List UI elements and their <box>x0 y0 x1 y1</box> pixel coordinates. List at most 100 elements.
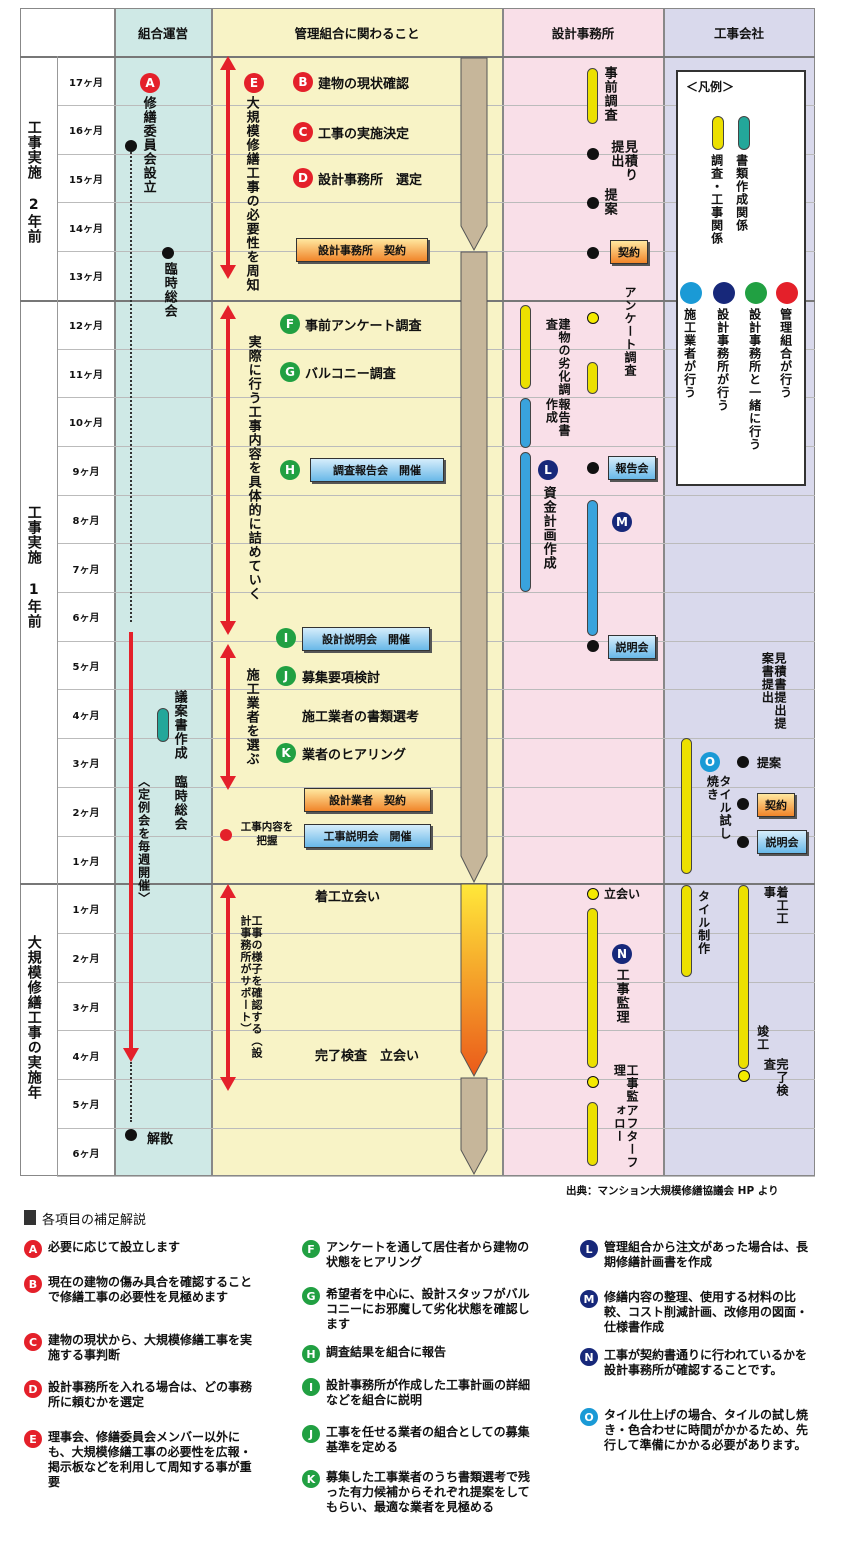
item-design-contract: 設計業者 契約 <box>304 788 431 812</box>
design-dot <box>587 462 599 474</box>
marker-j: J <box>276 666 296 686</box>
contractor-dot <box>737 756 749 768</box>
design-m-bar <box>587 500 598 636</box>
month-label: 7ヶ月 <box>72 564 100 576</box>
phase-label-1year: 工事実施 1年前 <box>25 505 42 629</box>
item-kickoff: 着工立会い <box>315 890 381 905</box>
design-funding-bar <box>520 452 531 592</box>
month-label: 16ヶ月 <box>69 126 103 138</box>
item-k: 業者のヒアリング <box>302 748 407 763</box>
design-funding: 資金計画作成 <box>540 486 556 570</box>
note-marker: M <box>580 1290 598 1308</box>
arrow-label-g: 施工業者を選ぶ <box>243 668 259 766</box>
marker-h: H <box>280 460 300 480</box>
union-proposal-bar <box>157 708 169 742</box>
source-credit: 出典：マンション大規模修繕協議会 HP より <box>566 1185 779 1197</box>
union-dot <box>162 247 174 259</box>
marker-c: C <box>293 122 313 142</box>
arrow-label-f: 実際に行う工事内容を具体的に詰めていく <box>245 335 261 601</box>
contractor-dot <box>737 836 749 848</box>
legend-yellow-bar <box>712 116 724 150</box>
design-report-bar <box>520 398 531 448</box>
design-degrade: 建物の劣化調査 <box>544 318 571 396</box>
contractor-inspect-dot <box>738 1070 750 1082</box>
design-supervise2: 工事監理 <box>612 1064 639 1103</box>
month-label: 9ヶ月 <box>72 467 100 479</box>
contractor-propose: 提案 <box>757 756 782 770</box>
header-union: 組合運営 <box>115 8 212 56</box>
contractor-tile-make-bar <box>681 885 692 977</box>
note-text: アンケートを通して居住者から建物の状態をヒアリング <box>326 1240 530 1269</box>
item-d: 設計事務所 選定 <box>318 173 423 188</box>
union-extra-meeting2: 臨時総会 <box>171 775 187 831</box>
legend-contractor: 施工業者が行う <box>682 308 697 399</box>
phase-label-2years: 工事実施 2年前 <box>25 120 42 244</box>
marker-o: O <box>700 752 720 772</box>
design-attend-dot <box>587 888 599 900</box>
timeline-arrows <box>460 57 488 1176</box>
legend-with: 設計事務所と一緒に行う <box>747 308 762 451</box>
contractor-work-bar <box>738 885 749 1069</box>
note-marker: O <box>580 1408 598 1426</box>
item-f: 事前アンケート調査 <box>305 319 422 334</box>
note-marker: D <box>24 1380 42 1398</box>
design-dot <box>587 247 599 259</box>
marker-g: G <box>280 362 300 382</box>
month-label: 11ヶ月 <box>69 369 103 381</box>
header-contractor: 工事会社 <box>664 8 815 56</box>
marker-f: F <box>280 314 300 334</box>
design-supervise: 工事監理 <box>613 968 629 1024</box>
design-after-bar <box>587 1102 598 1166</box>
note-text: 工事が契約書通りに行われているかを設計事務所が確認することです。 <box>604 1348 808 1377</box>
month-label: 2ヶ月 <box>72 808 100 819</box>
contractor-tile-test-bar <box>681 738 692 874</box>
note-text: 理事会、修繕委員会メンバー以外にも、大規模修繕工事の必要性を広報・掲示板などを利… <box>48 1430 252 1489</box>
item-screen: 施工業者の書類選考 <box>302 710 420 725</box>
item-b: 建物の現状確認 <box>318 77 410 92</box>
note-marker: N <box>580 1348 598 1366</box>
item-grasp: 工事内容を把握 <box>240 821 294 847</box>
note-text: 管理組合から注文があった場合は、長期修繕計画書を作成 <box>604 1240 809 1269</box>
month-label: 4ヶ月 <box>72 710 100 722</box>
marker-b: B <box>293 72 313 92</box>
note-text: 設計事務所を入れる場合は、どの事務所に頼むかを選定 <box>48 1380 253 1409</box>
month-label: 12ヶ月 <box>69 321 103 332</box>
month-label: 4ヶ月 <box>72 1051 100 1063</box>
note-marker: C <box>24 1333 42 1351</box>
note-text: 工事を任せる業者の組合としての募集基準を定める <box>326 1425 530 1454</box>
arrow-label-e: 大規模修繕工事の必要性を周知 <box>243 96 259 292</box>
note-text: 修繕内容の整理、使用する材料の比較、コスト削減計画、改修用の図面・仕様書作成 <box>604 1290 809 1334</box>
design-dot <box>587 197 599 209</box>
design-supervise2-dot <box>587 1076 599 1088</box>
phase-label-execution: 大規模修繕工事の実施年 <box>25 935 42 1100</box>
contractor-tile-make: タイル制作 <box>696 890 711 955</box>
design-briefing: 説明会 <box>608 635 656 659</box>
note-marker: A <box>24 1240 42 1258</box>
item-i: 設計説明会 開催 <box>302 627 430 651</box>
design-propose: 提案 <box>601 188 617 216</box>
note-marker: E <box>24 1430 42 1448</box>
marker-e: E <box>244 73 264 93</box>
union-committee: 修繕委員会設立 <box>140 96 156 194</box>
note-text: 必要に応じて設立します <box>48 1240 181 1254</box>
item-construct-brief: 工事説明会 開催 <box>304 824 431 848</box>
item-h: 調査報告会 開催 <box>310 458 444 482</box>
union-dissolve: 解散 <box>147 1132 174 1147</box>
legend-title: ＜凡例＞ <box>686 80 735 94</box>
arrow-label-h: 工事の様子を確認する（設計事務所がサポート） <box>239 915 263 1059</box>
month-label: 1ヶ月 <box>72 905 100 917</box>
month-label: 3ヶ月 <box>72 1002 100 1014</box>
note-marker: L <box>580 1240 598 1258</box>
union-dot <box>125 140 137 152</box>
contractor-tile-test: タイル試し焼き <box>705 775 732 840</box>
contractor-start: 着工工事 <box>762 886 789 925</box>
month-label: 1ヶ月 <box>72 856 100 868</box>
contractor-inspect: 完了検査 <box>762 1058 789 1097</box>
month-label: 13ヶ月 <box>69 272 103 284</box>
legend-design: 設計事務所が行う <box>715 308 730 412</box>
design-survey-dot <box>587 312 599 324</box>
marker-n: N <box>612 944 632 964</box>
header-design: 設計事務所 <box>503 8 664 56</box>
note-marker: K <box>302 1470 320 1488</box>
note-marker: G <box>302 1287 320 1305</box>
